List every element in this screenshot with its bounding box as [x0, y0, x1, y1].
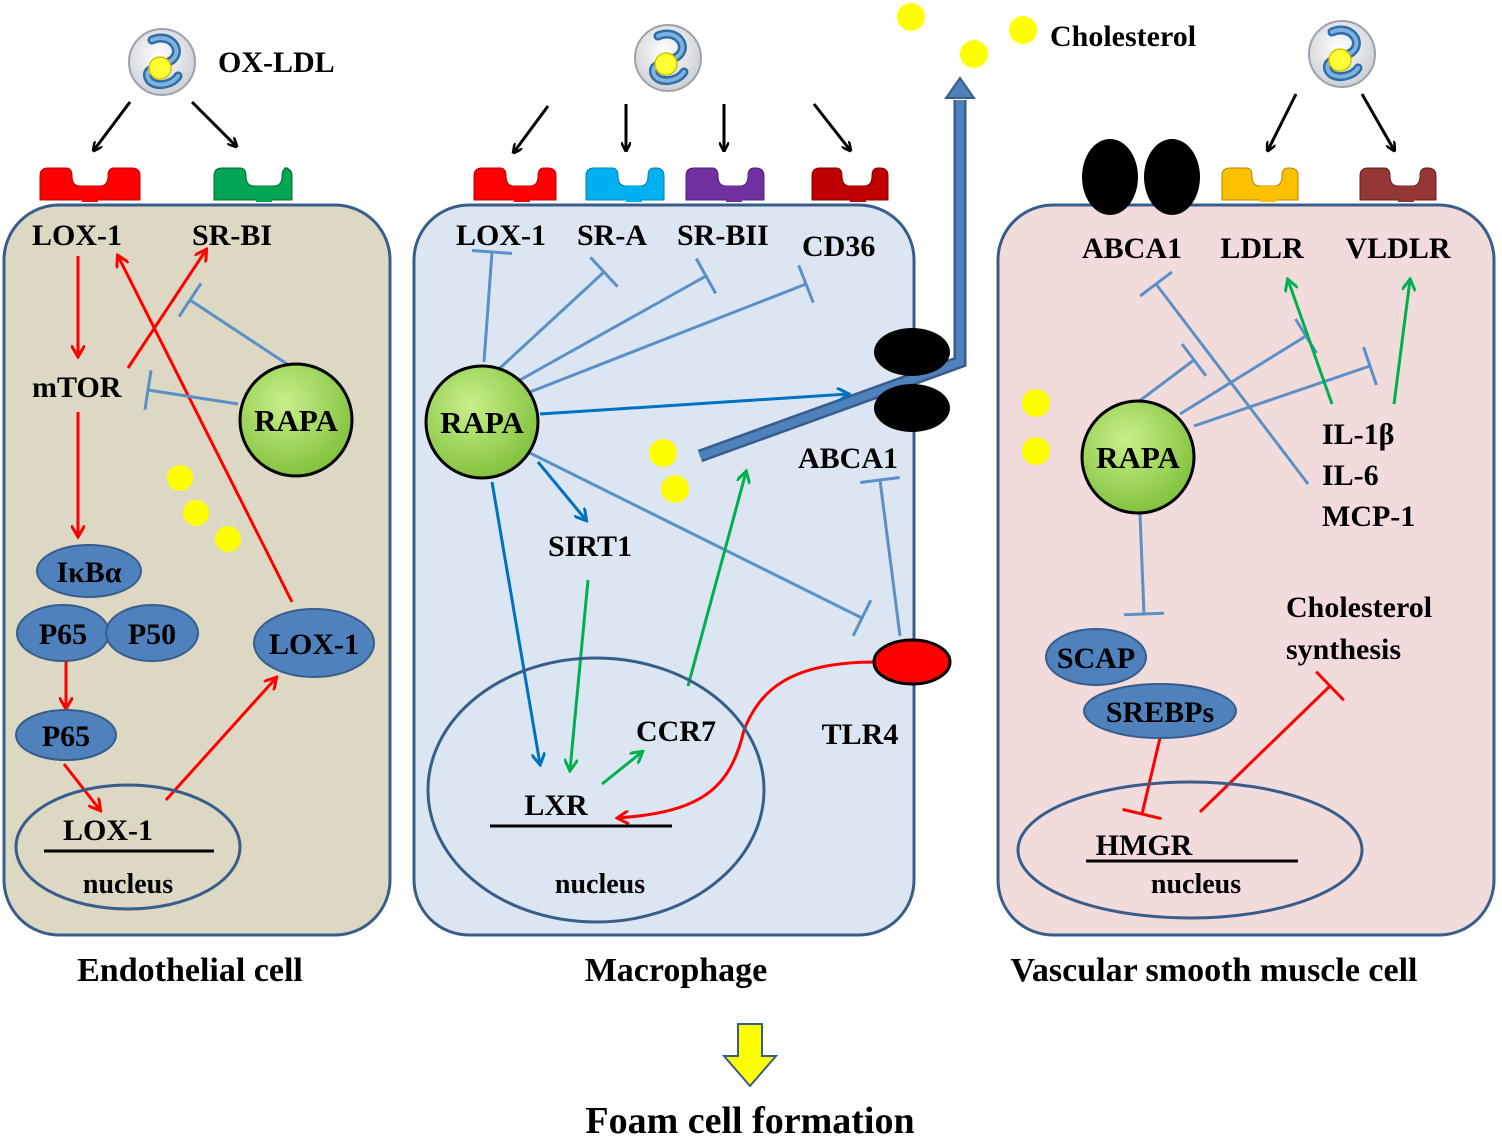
- endo-nucleus: LOX-1 nucleus: [14, 783, 242, 911]
- vsmc-il6-label: IL-6: [1322, 459, 1379, 492]
- ox-ldl-binding-arrows: [94, 93, 1394, 152]
- mac-receptor-lox1-label: LOX-1: [456, 219, 546, 252]
- abca1-transporter-icon: [874, 328, 950, 376]
- vsmc-red-inhibition-lines: [1122, 670, 1345, 821]
- vsmc-rapa-node: RAPA: [1080, 399, 1196, 515]
- mac-receptor-srbii-label: SR-BII: [677, 219, 769, 252]
- ox-ldl-particle-icon: [635, 25, 701, 91]
- endo-rapa-inhibition-lines: [143, 282, 291, 410]
- vsmc-il1b-label: IL-1β: [1322, 418, 1394, 451]
- cholesterol-dot-icon: [167, 465, 193, 491]
- svg-text:IκBα: IκBα: [56, 556, 121, 589]
- macrophage-caption: Macrophage: [585, 952, 768, 989]
- mac-rapa-node: RAPA: [424, 364, 540, 480]
- vsmc-cholesterol-synthesis-label-1: Cholesterol: [1286, 591, 1432, 624]
- svg-text:RAPA: RAPA: [440, 405, 524, 440]
- endo-receptor-lox1-label: LOX-1: [32, 219, 122, 252]
- outcome-arrow-icon: [721, 1023, 779, 1088]
- mac-abca1-label: ABCA1: [798, 442, 898, 475]
- vsmc-caption: Vascular smooth muscle cell: [1010, 952, 1417, 989]
- endothelial-caption: Endothelial cell: [77, 952, 303, 989]
- mac-rapa-inhibition-lines: [471, 249, 902, 637]
- svg-text:P50: P50: [128, 618, 176, 651]
- cholesterol-label: Cholesterol: [1050, 20, 1196, 53]
- receptor-icon: [39, 167, 141, 202]
- abca1-transporter-icon: [1144, 139, 1200, 215]
- svg-text:LOX-1: LOX-1: [269, 628, 359, 661]
- endo-red-activation-arrows: [64, 250, 294, 810]
- cholesterol-dot-icon: [1009, 16, 1037, 44]
- vsmc-abca1-label: ABCA1: [1082, 232, 1182, 265]
- vsmc-vldlr-label: VLDLR: [1345, 232, 1450, 265]
- svg-text:nucleus: nucleus: [83, 869, 173, 900]
- vsmc-green-activation-arrows: [1288, 280, 1410, 405]
- svg-text:CCR7: CCR7: [636, 715, 716, 748]
- endo-lox1-node: LOX-1: [253, 608, 375, 678]
- ox-ldl-label: OX-LDL: [218, 46, 335, 79]
- svg-text:RAPA: RAPA: [1096, 440, 1180, 475]
- mac-receptor-sra-label: SR-A: [577, 219, 647, 252]
- ox-ldl-particle-icon: [1309, 21, 1375, 87]
- mac-blue-activation-arrows: [490, 394, 848, 764]
- receptor-icon: [585, 167, 665, 202]
- vsmc-cell: [996, 203, 1496, 937]
- svg-text:P65: P65: [42, 720, 90, 753]
- mac-nucleus: CCR7 LXR nucleus: [426, 656, 766, 924]
- cholesterol-dot-icon: [1022, 389, 1050, 417]
- cholesterol-dot-icon: [897, 3, 925, 31]
- endo-p50-node: P50: [105, 604, 199, 662]
- mac-abca1-transporter: [697, 76, 976, 463]
- receptor-icon: [811, 167, 889, 202]
- ox-ldl-particle-icon: [129, 29, 195, 95]
- cholesterol-dot-icon: [661, 475, 689, 503]
- endo-mtor-label: mTOR: [32, 371, 122, 404]
- vsmc-ldlr-label: LDLR: [1220, 232, 1304, 265]
- svg-text:SREBPs: SREBPs: [1106, 696, 1214, 729]
- svg-text:LOX-1: LOX-1: [63, 814, 153, 847]
- endo-receptor-srbi-label: SR-BI: [192, 219, 272, 252]
- vsmc-scap-node: SCAP: [1045, 628, 1147, 686]
- svg-text:SCAP: SCAP: [1057, 642, 1135, 675]
- svg-text:nucleus: nucleus: [555, 869, 645, 900]
- abca1-transporter-icon: [1082, 139, 1138, 215]
- cholesterol-dot-icon: [183, 500, 209, 526]
- vsmc-nucleus: HMGR nucleus: [1016, 780, 1364, 920]
- svg-text:LXR: LXR: [524, 789, 588, 822]
- receptor-icon: [1221, 167, 1299, 202]
- vsmc-mcp1-label: MCP-1: [1322, 500, 1415, 533]
- svg-text:P65: P65: [39, 618, 87, 651]
- cholesterol-dot-icon: [215, 526, 241, 552]
- endo-p65-node: P65: [16, 604, 110, 662]
- cholesterol-dot-icon: [649, 439, 677, 467]
- abca1-transporter-icon: [874, 384, 950, 432]
- svg-text:RAPA: RAPA: [254, 403, 338, 438]
- cholesterol-dot-icon: [1022, 437, 1050, 465]
- endo-rapa-node: RAPA: [238, 362, 354, 478]
- mac-sirt1-label: SIRT1: [548, 530, 632, 563]
- svg-text:HMGR: HMGR: [1096, 829, 1193, 862]
- receptor-icon: [685, 167, 765, 202]
- mac-receptor-cd36-label: CD36: [802, 230, 875, 263]
- endo-p65b-node: P65: [15, 709, 117, 761]
- svg-text:nucleus: nucleus: [1151, 869, 1241, 900]
- cholesterol-dot-icon: [960, 40, 988, 68]
- endo-ikba-node: IκBα: [36, 544, 142, 598]
- receptor-icon: [473, 167, 557, 202]
- mac-tlr4-node: [872, 638, 952, 686]
- outcome-label: Foam cell formation: [585, 1100, 914, 1141]
- mac-green-activation-arrows: [570, 472, 746, 786]
- receptor-icon: [213, 167, 293, 202]
- vsmc-srebps-node: SREBPs: [1083, 683, 1237, 739]
- mac-tlr4-label: TLR4: [822, 718, 899, 751]
- receptor-icon: [1359, 167, 1437, 202]
- vsmc-cholesterol-synthesis-label-2: synthesis: [1286, 633, 1401, 666]
- vsmc-inhibition-lines: [1123, 270, 1378, 617]
